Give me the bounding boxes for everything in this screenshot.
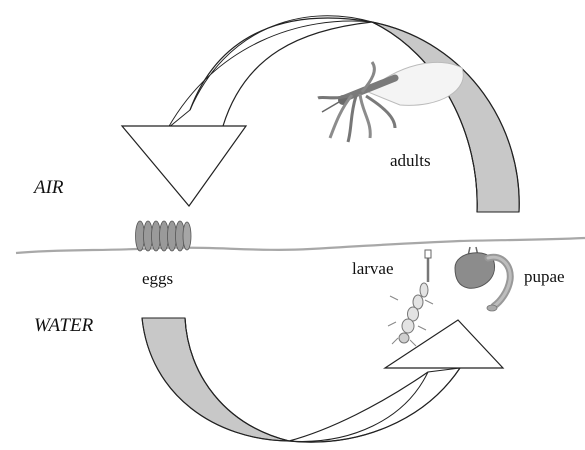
zone-label-water: WATER	[34, 315, 94, 336]
water-surface-line	[16, 238, 585, 253]
stage-label-larvae: larvae	[352, 259, 394, 278]
top-cycle-arrow	[122, 16, 519, 212]
top-arrow-head	[122, 126, 246, 206]
larva-illustration	[388, 250, 433, 346]
top-arrow-shade	[372, 22, 519, 212]
pupa-illustration	[455, 247, 510, 311]
adult-mosquito-illustration	[318, 62, 463, 142]
stage-label-eggs: eggs	[142, 269, 173, 288]
stage-label-pupae: pupae	[524, 267, 565, 286]
bottom-cycle-arrow	[142, 318, 503, 442]
stage-label-adults: adults	[390, 151, 431, 170]
eggs-illustration	[136, 221, 192, 251]
zone-label-air: AIR	[32, 177, 64, 198]
